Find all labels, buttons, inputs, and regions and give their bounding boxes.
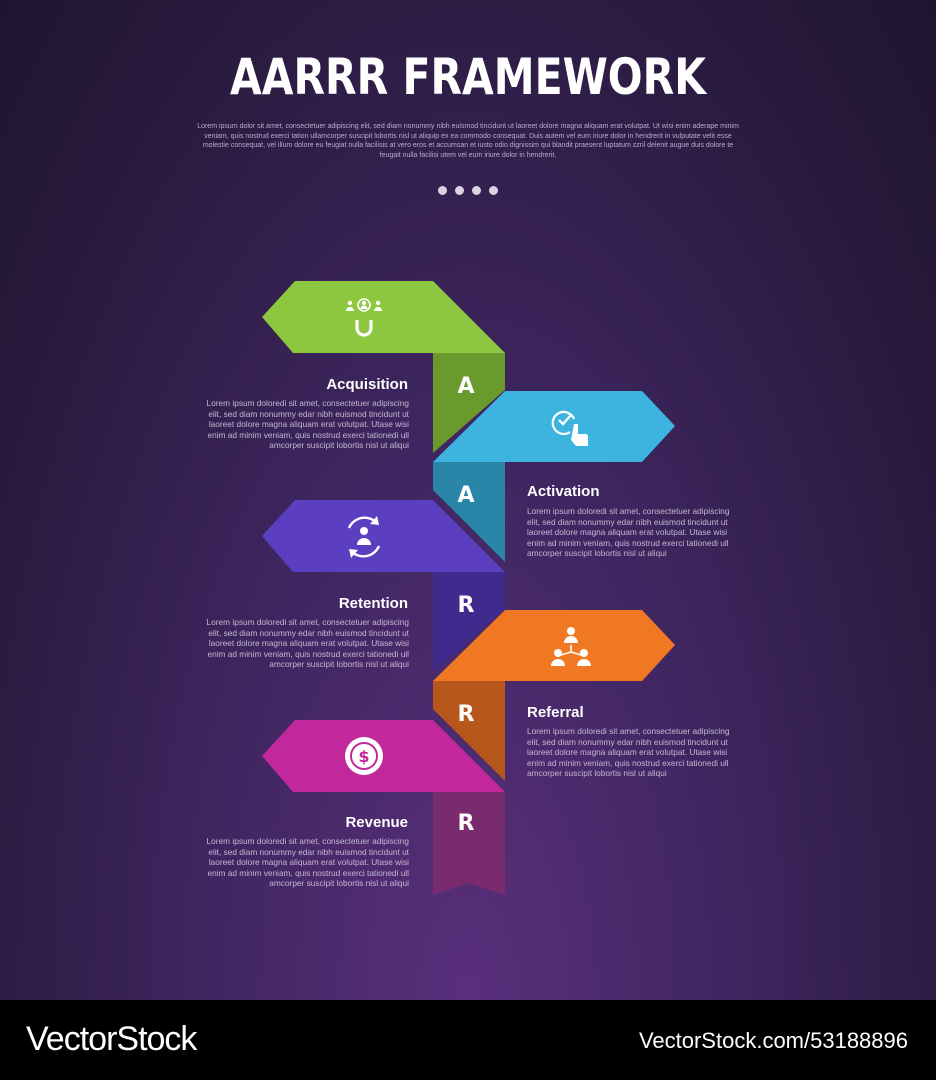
svg-text:$: $ [358,747,369,766]
banner-referral [433,610,675,681]
step-title-referral: Referral [527,704,584,721]
step-retention: R [262,500,505,672]
band-activation [433,462,505,562]
step-title-revenue: Revenue [345,814,408,831]
pagination-dots [436,186,500,196]
page-title: AARRR FRAMEWORK [230,48,706,106]
vectorstock-logo: VectorStock [26,1020,197,1058]
letter-activation: A [457,483,474,508]
network-users-icon [551,627,591,666]
step-referral: R [433,610,675,781]
intro-text: Lorem ipsum dolor sit amet, consectetuer… [197,123,739,159]
letter-referral: R [458,702,475,727]
step-title-acquisition: Acquisition [326,376,408,393]
step-title-activation: Activation [527,483,600,500]
users-magnet-icon [346,298,382,337]
step-desc-activation: Lorem ipsum doloredi sit amet, consectet… [527,506,730,558]
step-revenue: R $ [262,720,505,895]
watermark-footer: VectorStock VectorStock.com/53188896 [0,1000,936,1080]
user-cycle-icon [347,516,381,558]
banner-acquisition [262,281,505,353]
band-referral [433,681,505,781]
step-desc-acquisition: Lorem ipsum doloredi sit amet, consectet… [206,398,409,450]
step-desc-retention: Lorem ipsum doloredi sit amet, consectet… [206,617,409,669]
dollar-coin-icon: $ [345,737,383,775]
stock-id: VectorStock.com/53188896 [638,1028,908,1053]
step-title-retention: Retention [338,595,408,612]
step-activation: A [433,391,675,562]
dot [438,186,447,195]
banner-retention [262,500,505,572]
dot [472,186,481,195]
dot [489,186,498,195]
step-acquisition: A [262,281,505,453]
letter-revenue: R [458,811,475,836]
banner-revenue [262,720,505,792]
letter-retention: R [458,593,475,618]
band-revenue [433,792,505,895]
step-desc-revenue: Lorem ipsum doloredi sit amet, consectet… [206,836,409,888]
band-acquisition [433,353,505,453]
step-desc-referral: Lorem ipsum doloredi sit amet, consectet… [527,726,730,778]
hand-check-icon [551,410,589,446]
dot [455,186,464,195]
infographic-canvas: AARRR FRAMEWORK Lorem ipsum dolor sit am… [0,0,936,1000]
aarrr-diagram: A A [262,281,675,895]
letter-acquisition: A [457,374,474,399]
band-retention [433,572,505,672]
